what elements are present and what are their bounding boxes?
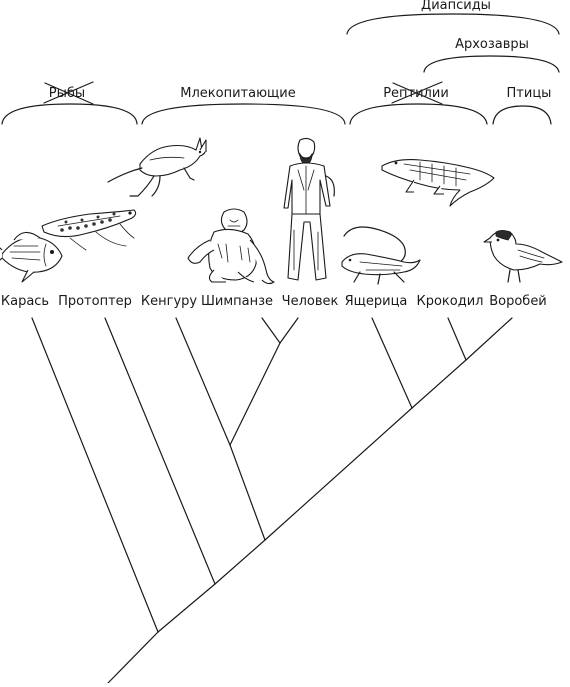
diapsids-label: Диапсиды	[421, 0, 491, 13]
branch-chimpanzee	[261, 317, 281, 344]
birds-bracket	[492, 105, 552, 125]
branch-lizard	[371, 317, 413, 409]
taxon-label: Воробей	[489, 294, 547, 309]
sparrow-illustration	[483, 230, 563, 283]
crocodile-illustration	[381, 159, 495, 207]
cladogram-tree	[31, 317, 513, 684]
diapsids-bracket	[346, 13, 560, 35]
root-trunk	[107, 631, 159, 684]
reptiles-crossout	[391, 81, 443, 105]
fishes-bracket	[1, 103, 138, 125]
branch-archosaurs	[411, 359, 467, 409]
lizard-illustration	[341, 226, 421, 285]
branch-mammals	[229, 444, 266, 541]
carp-illustration	[0, 231, 63, 283]
archosaurs-bracket	[423, 55, 560, 73]
taxon-label: Карась	[1, 294, 49, 309]
branch-carp	[31, 317, 159, 633]
kangaroo-illustration	[107, 137, 207, 197]
taxon-label: Человек	[282, 294, 339, 309]
branch-sparrow	[465, 317, 513, 361]
taxon-label: Шимпанзе	[201, 294, 273, 309]
taxon-label: Кенгуру	[141, 294, 198, 309]
trunk-segment-2	[214, 539, 266, 585]
branch-diapsids	[264, 407, 413, 541]
trunk-segment-1	[157, 583, 216, 633]
lungfish-illustration	[41, 209, 137, 251]
chimpanzee-illustration	[187, 208, 275, 285]
taxon-label: Протоптер	[58, 294, 132, 309]
birds-label: Птицы	[507, 86, 552, 101]
branch-kangaroo	[175, 317, 231, 446]
fishes-crossout	[43, 81, 94, 105]
branch-lungfish	[104, 317, 216, 585]
reptiles-bracket	[349, 103, 488, 125]
archosaurs-label: Архозавры	[455, 37, 529, 52]
branch-crocodile	[447, 317, 467, 361]
human-illustration	[283, 137, 335, 281]
branch-primates	[229, 342, 281, 446]
mammals-label: Млекопитающие	[180, 86, 295, 101]
mammals-bracket	[141, 103, 346, 125]
taxon-label: Ящерица	[345, 294, 408, 309]
branch-human	[279, 317, 299, 344]
taxon-label: Крокодил	[417, 294, 484, 309]
